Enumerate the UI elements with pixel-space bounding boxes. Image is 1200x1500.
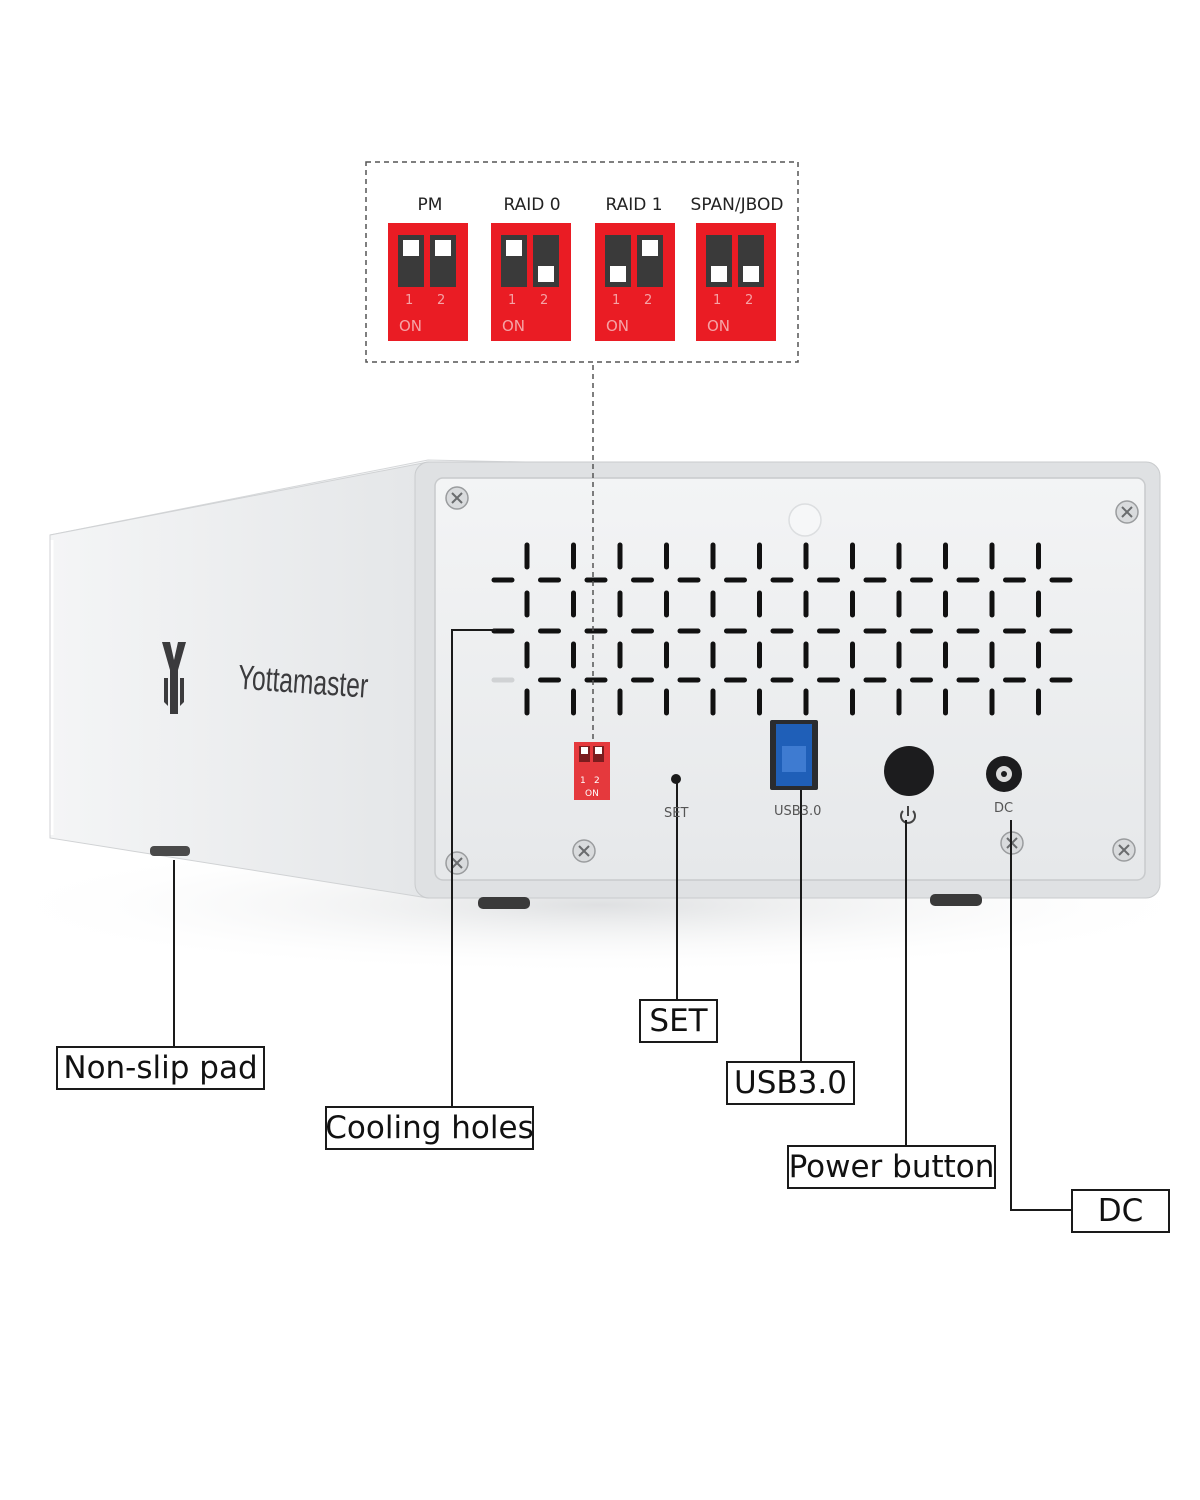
power-button[interactable] [884,746,934,796]
dip-on-label: ON [502,317,526,335]
dip-switch-slot [398,235,424,287]
panel-screws [445,486,1139,875]
dip-mode-title: PM [417,195,443,215]
callout-usb: USB3.0 [726,1061,855,1105]
usb3-port[interactable] [770,720,818,790]
screw-icon [1115,500,1139,524]
callout-non-slip-pad: Non-slip pad [56,1046,265,1090]
callout-cooling-holes: Cooling holes [325,1106,534,1150]
dip-num-2: 2 [540,293,549,308]
dip-switch-slot [706,235,732,287]
dip-switch-knob [403,240,419,256]
dip-switch-slot [430,235,456,287]
dip-on-label: ON [707,317,731,335]
power-icon [900,806,916,824]
dip-switch-knob [538,266,554,282]
screw-icon [572,839,596,863]
cooling-vents [491,542,1073,716]
dip-switch-slot [533,235,559,287]
dip-num-2: 2 [745,293,754,308]
dip-mode-title: RAID 0 [503,195,561,215]
dip-num-2: 2 [437,293,446,308]
rubber-foot [930,894,982,906]
callout-dc: DC [1071,1189,1170,1233]
panel-dip-num2: 2 [594,776,600,786]
dip-switch-slot [605,235,631,287]
brand-name: Yottamaster [237,659,370,706]
panel-dip-on: ON [585,789,599,799]
dip-legend-frame [365,161,799,363]
dip-num-1: 1 [612,293,621,308]
dip-switch-knob [711,266,727,282]
leader-lines [173,365,1071,1211]
dip-on-label: ON [399,317,423,335]
light-pipe [788,503,822,537]
usb-port-label: USB3.0 [774,804,822,819]
panel-dip-switch[interactable]: 1 2 ON [574,742,610,800]
callout-power-button: Power button [787,1145,996,1189]
screw-icon [445,851,469,875]
dip-num-1: 1 [405,293,414,308]
rubber-foot [478,897,530,909]
dc-port-label: DC [994,801,1014,816]
dip-switch-knob [642,240,658,256]
dip-switch-slot [738,235,764,287]
dip-switch-knob [610,266,626,282]
yottamaster-logo-icon [162,642,186,714]
dip-num-1: 1 [713,293,722,308]
screw-icon [445,486,469,510]
dip-mode-title: RAID 1 [605,195,663,215]
dip-switch-slot [637,235,663,287]
dip-on-label: ON [606,317,630,335]
dc-jack[interactable] [986,756,1022,792]
screw-icon [1112,838,1136,862]
dip-switch-slot [501,235,527,287]
set-pinhole[interactable] [671,774,681,784]
callout-set: SET [639,999,718,1043]
dip-num-1: 1 [508,293,517,308]
dip-switch-knob [506,240,522,256]
panel-dip-num1: 1 [580,776,586,786]
dip-mode-title: SPAN/JBOD [690,195,784,215]
rubber-foot [150,846,190,856]
dip-switch-knob [743,266,759,282]
set-port-label: SET [664,806,689,821]
dip-switch-knob [435,240,451,256]
dip-num-2: 2 [644,293,653,308]
